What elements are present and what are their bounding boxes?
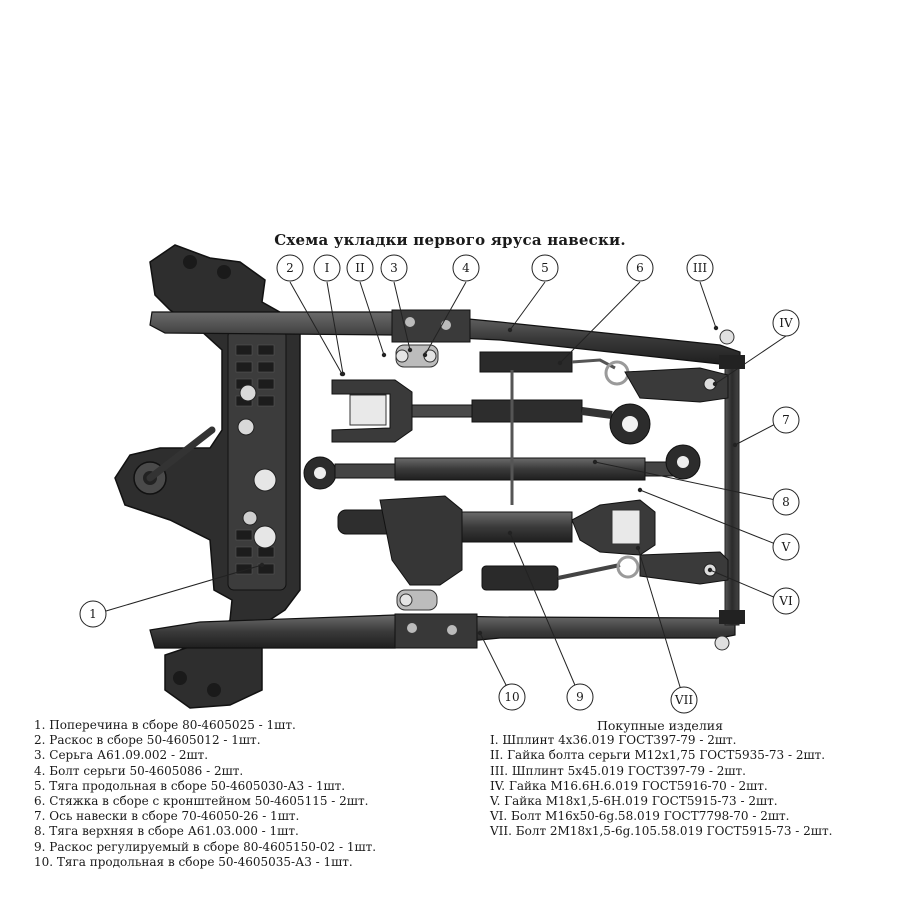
callout-3: 3 [380, 254, 408, 282]
purchased-item: II. Гайка болта серьги М12х1,75 ГОСТ5935… [490, 748, 826, 763]
purchased-item: V. Гайка М18х1,5-6Н.019 ГОСТ5915-73 - 2ш… [490, 794, 778, 809]
purchased-item: I. Шплинт 4х36.019 ГОСТ397-79 - 2шт. [490, 733, 737, 748]
svg-text:8: 8 [782, 495, 790, 509]
callout-VI: VI [772, 587, 800, 615]
callout-5: 5 [531, 254, 559, 282]
svg-text:VII: VII [674, 693, 693, 707]
callout-6: 6 [626, 254, 654, 282]
svg-text:V: V [781, 540, 791, 554]
purchased-items-list: Покупные изделия I. Шплинт 4х36.019 ГОСТ… [490, 718, 832, 840]
tie-rod-upper [479, 351, 729, 403]
svg-text:II: II [355, 261, 365, 275]
callout-IV: IV [772, 309, 800, 337]
purchased-item: III. Шплинт 5х45.019 ГОСТ397-79 - 2шт. [490, 763, 746, 778]
svg-text:4: 4 [462, 261, 470, 275]
parts-list-item: 7. Ось навески в сборе 70-46050-26 - 1шт… [34, 809, 300, 824]
svg-text:IV: IV [779, 316, 793, 330]
parts-list-item: 5. Тяга продольная в сборе 50-4605030-А3… [34, 778, 346, 793]
svg-text:1: 1 [89, 607, 97, 621]
parts-list-item: 6. Стяжка в сборе с кронштейном 50-46051… [34, 794, 369, 809]
svg-text:VI: VI [778, 594, 793, 608]
svg-text:6: 6 [636, 261, 644, 275]
adjustable-brace [337, 495, 656, 586]
parts-list-item: 10. Тяга продольная в сборе 50-4605035-А… [34, 854, 353, 869]
leader-lines [105, 281, 787, 701]
callout-4: 4 [452, 254, 480, 282]
parts-list: 1. Поперечина в сборе 80-4605025 - 1шт. … [34, 718, 376, 870]
svg-text:3: 3 [390, 261, 398, 275]
diagram-title: Схема укладки первого яруса навески. [274, 231, 626, 249]
shackle-bolt [396, 589, 438, 611]
parts-list-item: 9. Раскос регулируемый в сборе 80-460515… [34, 839, 377, 854]
svg-text:7: 7 [782, 413, 790, 427]
purchased-item: IV. Гайка М16.6Н.6.019 ГОСТ5916-70 - 2шт… [490, 778, 768, 793]
callout-II: II [346, 254, 374, 282]
callout-I: I [313, 254, 341, 282]
parts-list-item: 3. Серьга А61.09.002 - 2шт. [34, 748, 209, 763]
parts-list-item: 1. Поперечина в сборе 80-4605025 - 1шт. [34, 718, 296, 732]
brace [331, 379, 651, 445]
callout-9: 9 [566, 683, 594, 711]
shackle [395, 344, 439, 368]
svg-text:2: 2 [286, 261, 294, 275]
callout-2: 2 [276, 254, 304, 282]
purchased-item: VII. Болт 2М18х1,5-6g.105.58.019 ГОСТ591… [490, 824, 833, 839]
svg-text:10: 10 [504, 690, 519, 704]
svg-text:I: I [325, 261, 330, 275]
callout-III: III [686, 254, 714, 282]
purchased-items-heading: Покупные изделия [597, 718, 723, 733]
callout-V: V [772, 533, 800, 561]
svg-text:5: 5 [541, 261, 549, 275]
tie-rod-lower [481, 551, 729, 591]
upper-turnbuckle-link [303, 444, 701, 490]
hitch-axle [719, 355, 745, 626]
purchased-item: VI. Болт М16х50-6g.58.019 ГОСТ7798-70 - … [490, 809, 790, 824]
svg-text:III: III [693, 261, 707, 275]
callout-VII: VII [670, 686, 698, 714]
svg-text:9: 9 [576, 690, 584, 704]
callout-8: 8 [772, 488, 800, 516]
crossbar-frame [114, 244, 301, 709]
parts-list-item: 8. Тяга верхняя в сборе А61.03.000 - 1шт… [34, 824, 299, 839]
parts-list-item: 2. Раскос в сборе 50-4605012 - 1шт. [34, 733, 261, 748]
callout-7: 7 [772, 406, 800, 434]
leader-dots [259, 325, 738, 636]
callout-1: 1 [79, 600, 107, 628]
lower-longitudinal-link [149, 613, 736, 651]
callout-10: 10 [498, 683, 526, 711]
parts-list-item: 4. Болт серьги 50-4605086 - 2шт. [34, 763, 244, 778]
